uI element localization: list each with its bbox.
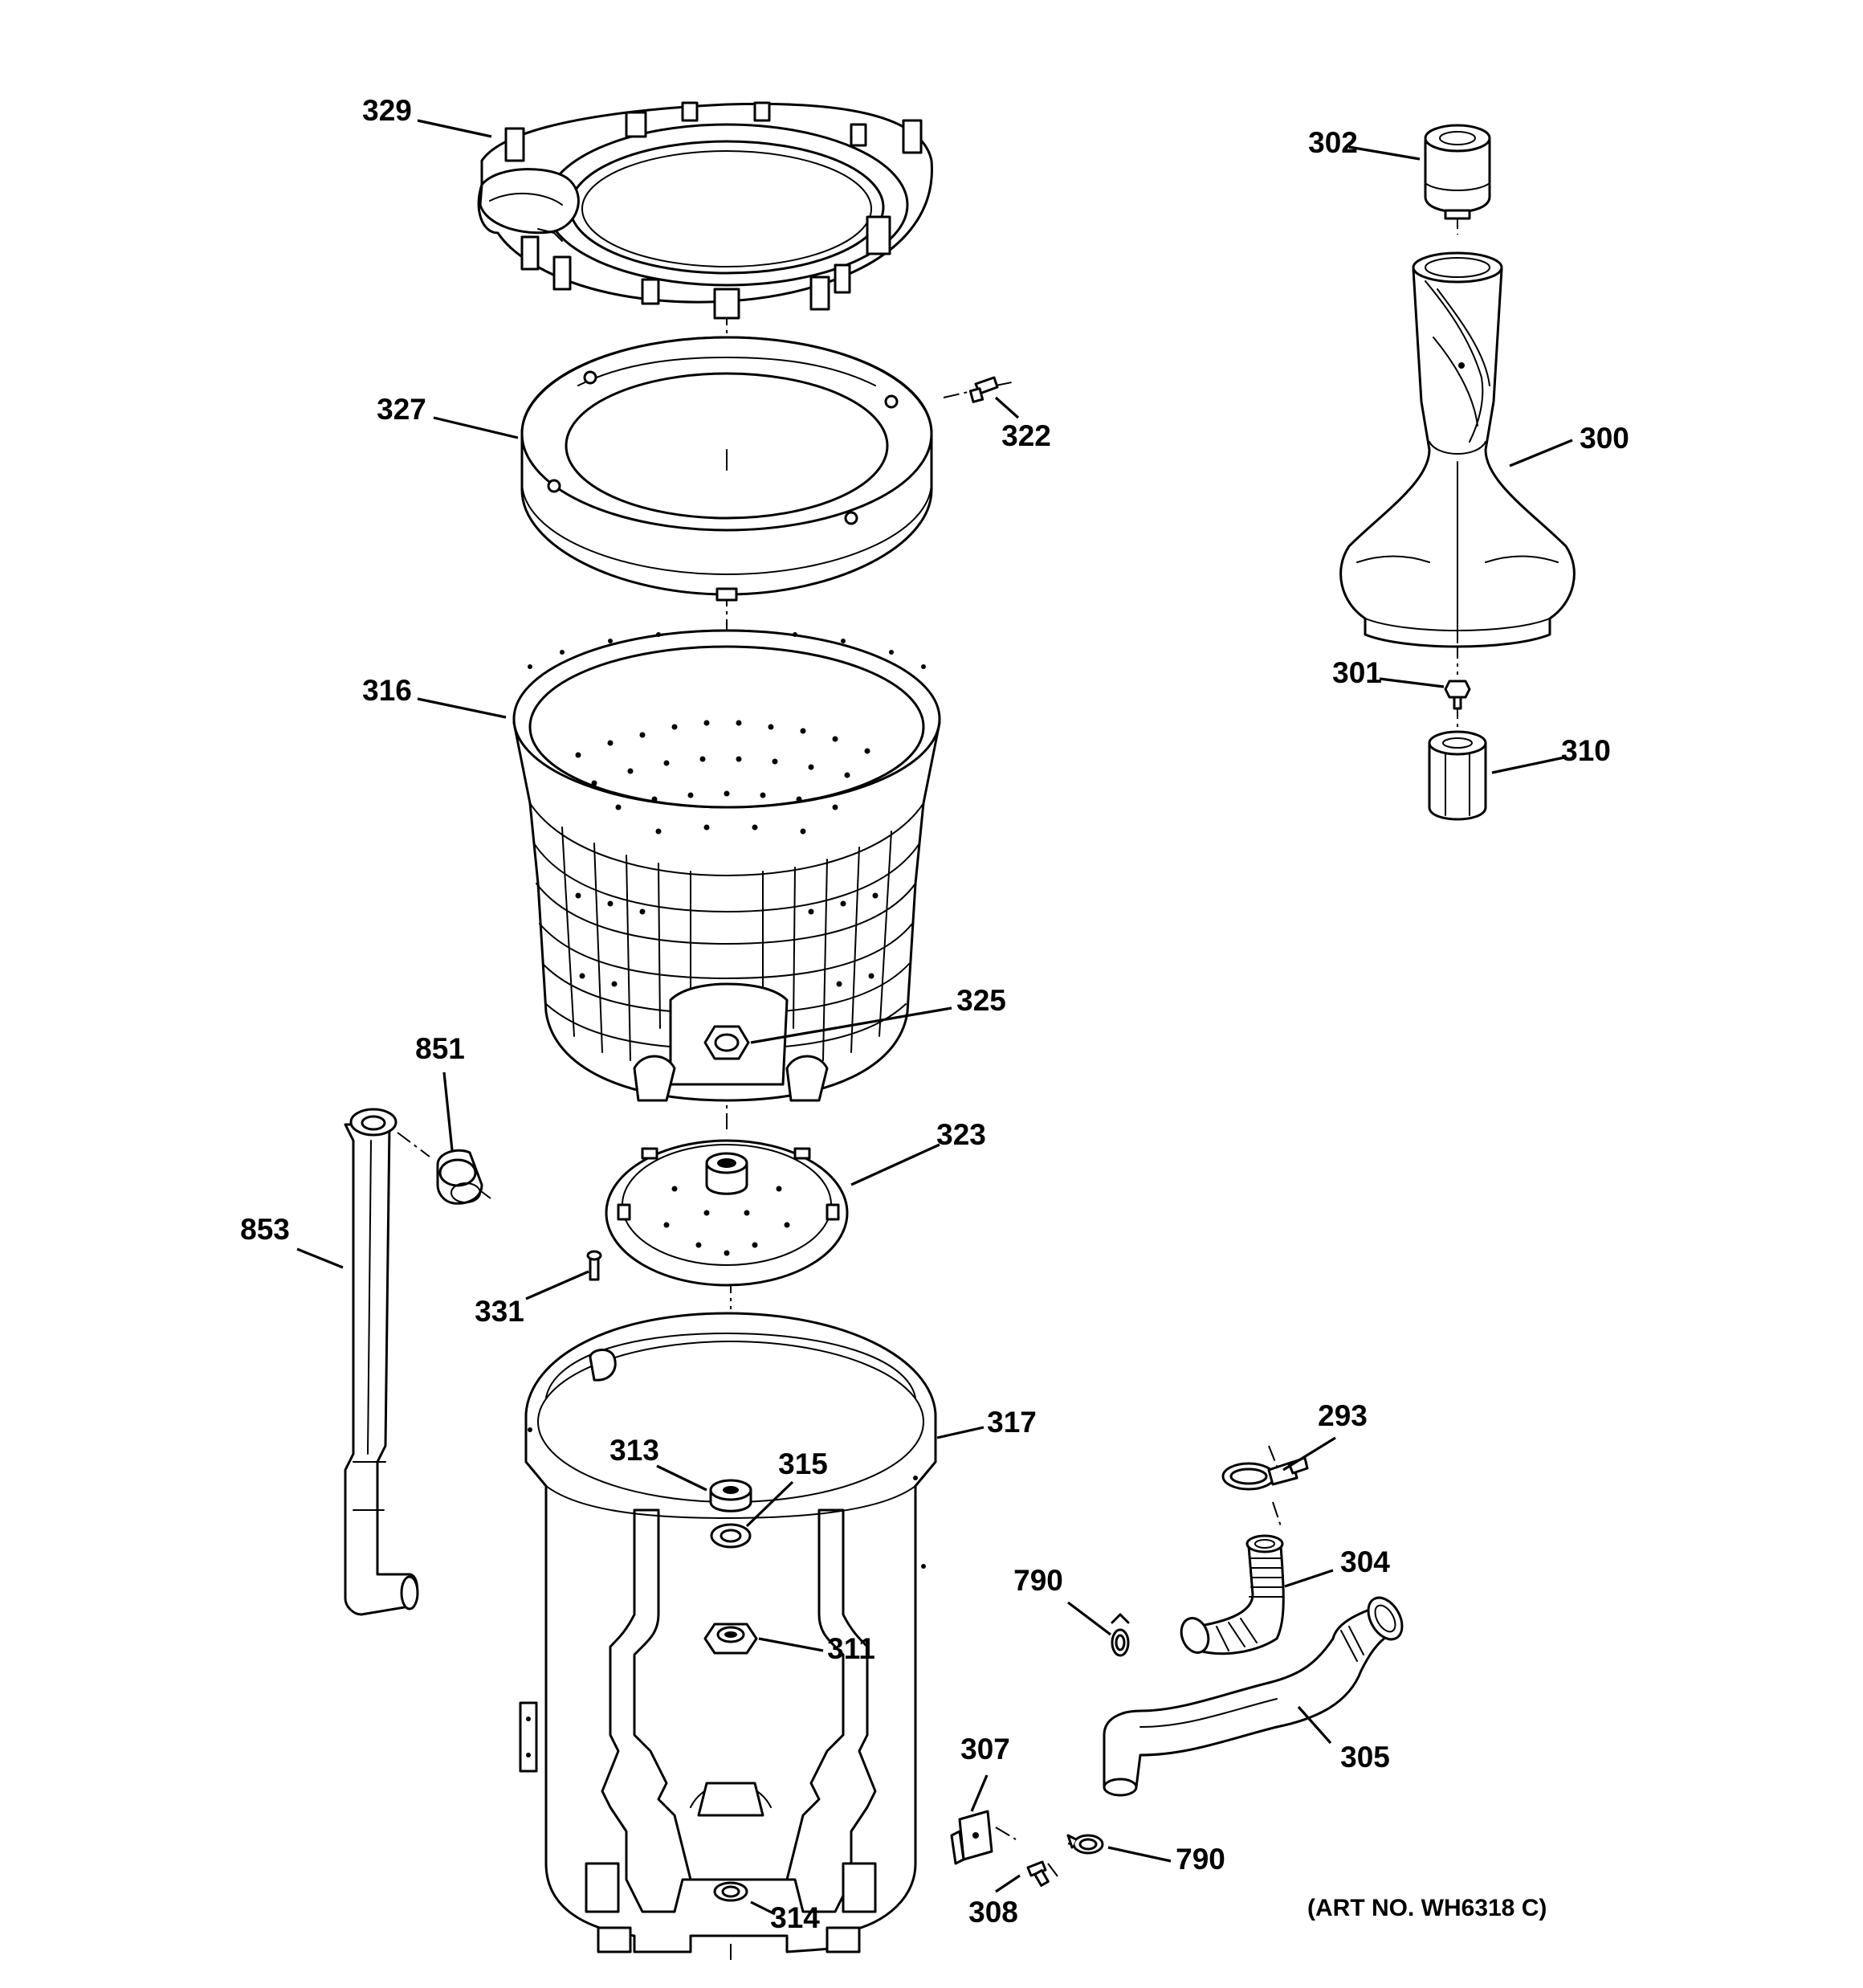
spanner-nut-325 — [703, 1025, 750, 1060]
callout-331: 331 — [475, 1295, 524, 1328]
callout-labels: 329 327 322 316 325 851 853 323 331 317 … — [240, 94, 1629, 1934]
leader-lines — [296, 119, 1573, 1916]
clamp-790-lower — [1066, 1834, 1104, 1855]
basket-hub-plate-323 — [605, 1139, 849, 1287]
callout-323: 323 — [936, 1118, 986, 1151]
callout-316: 316 — [362, 674, 412, 707]
callout-317: 317 — [987, 1406, 1037, 1439]
plug-851 — [436, 1149, 483, 1205]
nut-311 — [703, 1623, 758, 1655]
elbow-hose-304 — [1180, 1534, 1285, 1655]
agitator-300 — [1339, 251, 1576, 648]
bracket-307 — [950, 1810, 993, 1865]
callout-313: 313 — [609, 1434, 659, 1467]
screw-322 — [968, 376, 999, 403]
tube-853 — [344, 1108, 419, 1616]
callout-329: 329 — [362, 94, 412, 127]
screw-331 — [586, 1250, 602, 1281]
callout-851: 851 — [415, 1032, 465, 1065]
callout-314: 314 — [770, 1901, 820, 1934]
screw-308 — [1026, 1860, 1050, 1887]
callout-311: 311 — [827, 1632, 875, 1665]
callout-300: 300 — [1580, 422, 1629, 455]
wash-basket-316 — [512, 629, 941, 1102]
washer-315 — [710, 1523, 752, 1549]
callout-790-upper: 790 — [1013, 1564, 1063, 1597]
coupling-310 — [1428, 730, 1487, 821]
callout-327: 327 — [377, 393, 426, 426]
callout-325: 325 — [956, 984, 1006, 1017]
clamp-790-upper — [1111, 1613, 1130, 1657]
callout-315: 315 — [778, 1447, 828, 1480]
nut-313 — [709, 1479, 752, 1512]
bolt-301 — [1444, 680, 1471, 710]
callout-853: 853 — [240, 1213, 290, 1246]
agitator-cap-302 — [1424, 124, 1491, 220]
callout-310: 310 — [1561, 734, 1611, 767]
basket-perforations — [528, 632, 926, 987]
callout-301: 301 — [1332, 656, 1382, 689]
callout-304: 304 — [1340, 1545, 1390, 1578]
tub-cover-329 — [477, 101, 933, 320]
seal-314 — [713, 1881, 748, 1902]
callout-322: 322 — [1001, 419, 1051, 452]
callout-790-lower: 790 — [1176, 1843, 1225, 1876]
callout-308: 308 — [968, 1896, 1018, 1929]
callout-302: 302 — [1308, 126, 1358, 159]
callout-307: 307 — [960, 1733, 1010, 1766]
hose-clamp-293 — [1221, 1456, 1309, 1491]
callout-293: 293 — [1318, 1399, 1368, 1432]
center-axis-lines — [397, 213, 1458, 1964]
balance-ring-327 — [520, 336, 933, 602]
callout-305: 305 — [1340, 1741, 1390, 1774]
drain-hose-305 — [1103, 1596, 1404, 1797]
art-number: (ART NO. WH6318 C) — [1307, 1895, 1547, 1921]
